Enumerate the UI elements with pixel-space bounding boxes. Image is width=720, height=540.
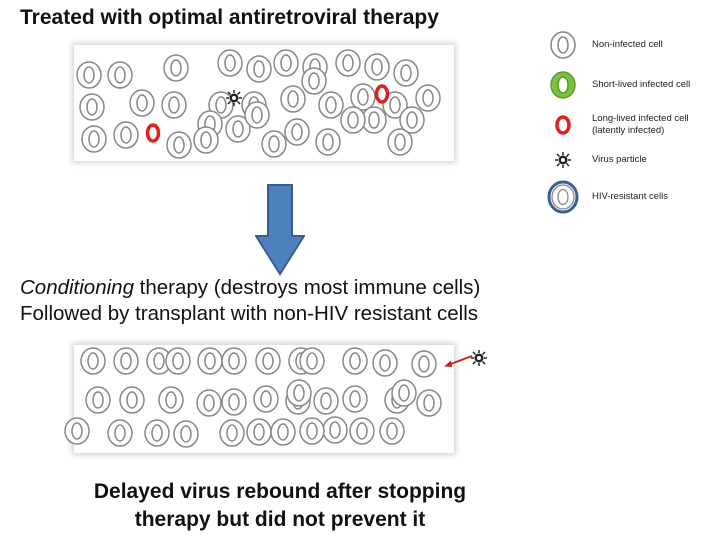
non-infected-cell: [158, 386, 184, 414]
non-infected-cell: [221, 347, 247, 375]
non-infected-cell: [255, 347, 281, 375]
non-infected-cell: [113, 121, 139, 149]
legend-label-long-lived: Long-lived infected cell (latently infec…: [592, 113, 689, 136]
non-infected-cell: [415, 84, 441, 112]
non-infected-cell: [173, 420, 199, 448]
legend-item-virus: Virus particle: [543, 148, 718, 188]
non-infected-cell: [144, 419, 170, 447]
non-infected-cell: [342, 347, 368, 375]
latently-infected-cell: [145, 123, 161, 143]
non-infected-cell: [107, 419, 133, 447]
non-infected-cell: [246, 418, 272, 446]
non-infected-cell: [349, 417, 375, 445]
non-infected-cell: [129, 89, 155, 117]
panel-art-cells: [74, 45, 454, 161]
non-infected-cell: [261, 130, 287, 158]
virus-particle: [226, 90, 242, 106]
non-infected-cell: [387, 128, 413, 156]
non-infected-cell: [161, 91, 187, 119]
non-infected-cell: [284, 118, 310, 146]
legend-label-virus: Virus particle: [592, 154, 647, 165]
non-infected-cell: [85, 386, 111, 414]
non-infected-cell: [372, 349, 398, 377]
non-infected-cell: [197, 347, 223, 375]
non-infected-cell: [280, 85, 306, 113]
non-infected-cell: [270, 418, 296, 446]
legend-item-long-lived: Long-lived infected cell (latently infec…: [543, 108, 718, 148]
virus-particle: [471, 350, 487, 366]
conditioning-line-1-rest: therapy (destroys most immune cells): [133, 276, 481, 299]
short-lived-infected-cell-icon: [550, 71, 576, 99]
virus-particle-icon: [555, 152, 571, 168]
non-infected-cell: [361, 106, 387, 134]
conclusion-line-1: Delayed virus rebound after stopping: [93, 480, 467, 503]
non-infected-cell: [166, 131, 192, 159]
non-infected-cell: [393, 59, 419, 87]
conditioning-text: Conditioning therapy (destroys most immu…: [20, 275, 480, 327]
down-arrow-icon: [255, 184, 305, 276]
non-infected-cell: [299, 417, 325, 445]
non-infected-cell: [322, 416, 348, 444]
non-infected-cell: [79, 93, 105, 121]
legend-item-short-lived: Short-lived infected cell: [543, 68, 718, 108]
conclusion-line-2: therapy but did not prevent it: [134, 508, 426, 531]
red-pointer-arrow-icon: [444, 355, 473, 367]
non-infected-cell-icon: [550, 31, 576, 59]
hiv-resistant-cell-icon: [547, 180, 579, 214]
legend-item-resistant: HIV-resistant cells: [543, 180, 718, 220]
conclusion-text: Delayed virus rebound after stopping the…: [40, 478, 520, 534]
non-infected-cell: [299, 347, 325, 375]
legend: Non-infected cell Short-lived infected c…: [543, 28, 718, 218]
non-infected-cell: [416, 389, 442, 417]
non-infected-cell: [382, 91, 408, 119]
non-infected-cell: [113, 347, 139, 375]
legend-label-short-lived: Short-lived infected cell: [592, 79, 691, 90]
non-infected-cell: [391, 379, 417, 407]
non-infected-cell: [364, 53, 390, 81]
non-infected-cell: [107, 61, 133, 89]
non-infected-cell: [81, 125, 107, 153]
conditioning-line-1: Conditioning therapy (destroys most immu…: [20, 275, 480, 301]
panel-transplant-cells: [64, 345, 487, 453]
non-infected-cell: [193, 126, 219, 154]
cell-scene: [76, 49, 441, 159]
non-infected-cell: [219, 419, 245, 447]
non-infected-cell: [163, 54, 189, 82]
non-infected-cell: [196, 389, 222, 417]
non-infected-cell: [301, 67, 327, 95]
conditioning-emphasis: Conditioning: [20, 276, 134, 299]
non-infected-cell: [313, 387, 339, 415]
long-lived-infected-cell-icon: [555, 115, 571, 135]
cell-scene: [64, 347, 487, 448]
non-infected-cell: [315, 128, 341, 156]
legend-label-non-infected: Non-infected cell: [592, 39, 663, 50]
diagram-title: Treated with optimal antiretroviral ther…: [20, 6, 439, 29]
non-infected-cell: [119, 386, 145, 414]
non-infected-cell: [221, 388, 247, 416]
non-infected-cell: [379, 417, 405, 445]
latently-infected-cell: [374, 84, 390, 104]
non-infected-cell: [64, 417, 90, 445]
legend-label-resistant: HIV-resistant cells: [592, 191, 669, 202]
non-infected-cell: [411, 350, 437, 378]
conditioning-line-2: Followed by transplant with non-HIV resi…: [20, 302, 479, 325]
non-infected-cell: [165, 347, 191, 375]
non-infected-cell: [286, 379, 312, 407]
non-infected-cell: [335, 49, 361, 77]
non-infected-cell: [244, 101, 270, 129]
non-infected-cell: [76, 61, 102, 89]
non-infected-cell: [225, 115, 251, 143]
non-infected-cell: [399, 106, 425, 134]
non-infected-cell: [340, 106, 366, 134]
non-infected-cell: [246, 55, 272, 83]
non-infected-cell: [318, 91, 344, 119]
non-infected-cell: [350, 83, 376, 111]
non-infected-cell: [273, 49, 299, 77]
legend-item-non-infected: Non-infected cell: [543, 28, 718, 68]
non-infected-cell: [80, 347, 106, 375]
non-infected-cell: [253, 385, 279, 413]
non-infected-cell: [342, 385, 368, 413]
non-infected-cell: [217, 49, 243, 77]
